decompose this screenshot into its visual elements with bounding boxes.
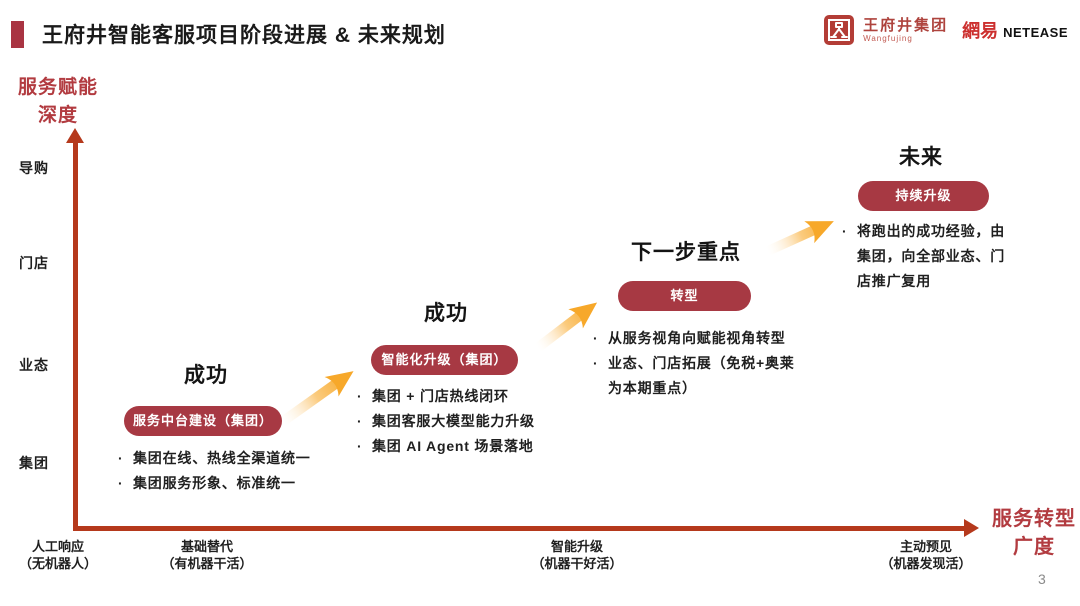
stage2-bullet-3: 集团 AI Agent 场景落地 bbox=[356, 434, 596, 459]
x-tick-3: 智能升级 （机器干好活） bbox=[512, 538, 642, 572]
x-tick-2-line2: （有机器干活） bbox=[161, 556, 253, 571]
stage1-bullet-2: 集团服务形象、标准统一 bbox=[117, 471, 347, 496]
stage4-pill: 持续升级 bbox=[858, 181, 989, 211]
y-tick-mendian: 门店 bbox=[19, 255, 49, 271]
wangfujing-logo: 王府井集团 Wangfujing bbox=[823, 14, 948, 46]
x-tick-4-line1: 主动预见 bbox=[899, 539, 952, 554]
y-axis-label-line2: 深度 bbox=[37, 105, 78, 126]
arrow-stage2-to-stage3 bbox=[535, 302, 598, 351]
x-tick-2: 基础替代 （有机器干活） bbox=[142, 538, 272, 572]
logo-area: 王府井集团 Wangfujing 網易 NETEASE bbox=[823, 14, 1068, 46]
y-axis-label: 服务赋能 深度 bbox=[6, 74, 110, 130]
x-tick-3-line1: 智能升级 bbox=[550, 539, 603, 554]
stage2-pill: 智能化升级（集团） bbox=[371, 345, 518, 375]
x-axis-label: 服务转型 广度 bbox=[988, 505, 1080, 561]
y-axis-arrowhead bbox=[66, 128, 84, 143]
x-tick-1-line1: 人工响应 bbox=[31, 539, 84, 554]
y-tick-jituan: 集团 bbox=[19, 455, 49, 471]
netease-en-text: NETEASE bbox=[1003, 25, 1068, 40]
stage1-pill: 服务中台建设（集团） bbox=[124, 406, 282, 436]
stage1-heading: 成功 bbox=[184, 364, 228, 387]
page-title: 王府井智能客服项目阶段进展 & 未来规划 bbox=[42, 24, 446, 47]
stage4-bullet-1: 将跑出的成功经验，由集团，向全部业态、门店推广复用 bbox=[841, 219, 1013, 294]
arrow-stage3-to-stage4 bbox=[765, 221, 834, 255]
y-axis bbox=[73, 142, 78, 530]
stage2-bullets: 集团 + 门店热线闭环 集团客服大模型能力升级 集团 AI Agent 场景落地 bbox=[356, 384, 596, 459]
x-tick-1: 人工响应 （无机器人） bbox=[0, 538, 123, 572]
stage3-bullet-1: 从服务视角向赋能视角转型 bbox=[592, 326, 804, 351]
stage3-bullets: 从服务视角向赋能视角转型 业态、门店拓展（免税+奥莱为本期重点） bbox=[592, 326, 804, 401]
stage1-bullet-1: 集团在线、热线全渠道统一 bbox=[117, 446, 347, 471]
netease-cn-text: 網易 bbox=[962, 21, 999, 41]
y-tick-yetai: 业态 bbox=[19, 357, 49, 373]
x-axis-label-line1: 服务转型 bbox=[992, 508, 1076, 530]
y-axis-label-line1: 服务赋能 bbox=[17, 77, 98, 98]
arrow-stage1-to-stage2 bbox=[277, 371, 354, 427]
stage2-bullet-1: 集团 + 门店热线闭环 bbox=[356, 384, 596, 409]
stage3-bullet-2: 业态、门店拓展（免税+奥莱为本期重点） bbox=[592, 351, 804, 401]
stage3-pill: 转型 bbox=[618, 281, 751, 311]
wangfujing-logo-text: 王府井集团 Wangfujing bbox=[863, 17, 948, 43]
netease-logo: 網易 NETEASE bbox=[962, 17, 1068, 43]
title-accent-bar bbox=[11, 21, 24, 48]
x-tick-1-line2: （无机器人） bbox=[18, 556, 97, 571]
wangfujing-sub: Wangfujing bbox=[863, 34, 913, 43]
x-axis bbox=[73, 526, 966, 531]
wangfujing-name: 王府井集团 bbox=[863, 17, 949, 34]
x-axis-arrowhead bbox=[964, 519, 979, 537]
x-tick-3-line2: （机器干好活） bbox=[531, 556, 623, 571]
stage4-heading: 未来 bbox=[899, 146, 943, 169]
stage2-heading: 成功 bbox=[424, 302, 468, 325]
stage4-bullets: 将跑出的成功经验，由集团，向全部业态、门店推广复用 bbox=[841, 219, 1013, 294]
stage2-bullet-2: 集团客服大模型能力升级 bbox=[356, 409, 596, 434]
x-tick-4: 主动预见 （机器发现活） bbox=[861, 538, 991, 572]
stage1-bullets: 集团在线、热线全渠道统一 集团服务形象、标准统一 bbox=[117, 446, 347, 496]
wangfujing-logo-icon bbox=[824, 15, 855, 45]
x-tick-2-line1: 基础替代 bbox=[180, 539, 233, 554]
x-axis-label-line2: 广度 bbox=[1013, 536, 1055, 558]
stage3-heading: 下一步重点 bbox=[631, 241, 741, 264]
y-tick-daogou: 导购 bbox=[19, 160, 49, 176]
x-tick-4-line2: （机器发现活） bbox=[880, 556, 972, 571]
page-number: 3 bbox=[1038, 571, 1046, 587]
